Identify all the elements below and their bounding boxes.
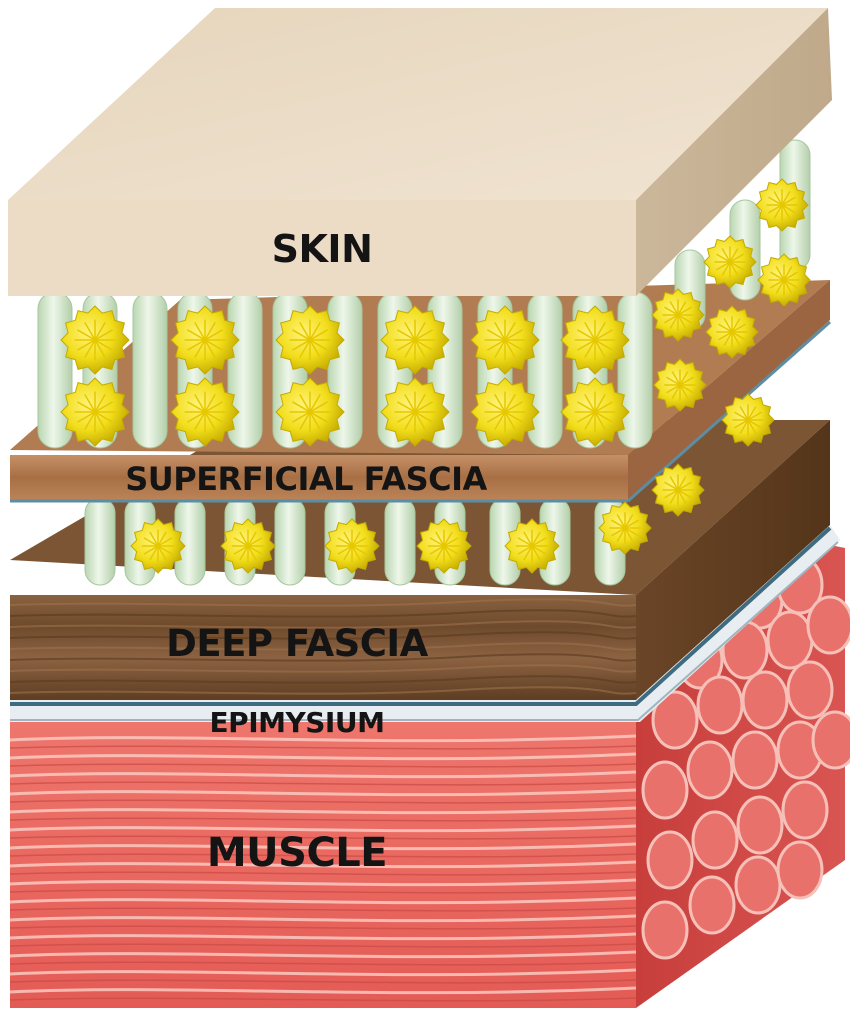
collagen-fiber xyxy=(385,498,415,585)
muscle-bundle xyxy=(688,742,732,798)
muscle-bundle xyxy=(690,877,734,933)
muscle-bundle xyxy=(778,842,822,898)
skin-label: SKIN xyxy=(272,227,373,271)
muscle-label: MUSCLE xyxy=(207,830,387,876)
muscle-bundle xyxy=(643,902,687,958)
muscle-bundle xyxy=(783,782,827,838)
muscle-bundle xyxy=(643,762,687,818)
muscle-bundle xyxy=(768,612,812,668)
muscle-bundle xyxy=(743,672,787,728)
collagen-fiber xyxy=(275,498,305,585)
muscle-bundle xyxy=(693,812,737,868)
muscle-bundle xyxy=(808,597,850,653)
deep-fascia-label: DEEP FASCIA xyxy=(166,622,428,665)
collagen-fiber xyxy=(133,292,167,448)
superficial-fascia-label: SUPERFICIAL FASCIA xyxy=(125,460,487,498)
epimysium-label: EPIMYSIUM xyxy=(210,706,385,739)
collagen-fiber xyxy=(85,498,115,585)
muscle-bundle xyxy=(738,797,782,853)
muscle-bundle xyxy=(733,732,777,788)
muscle-bundle xyxy=(648,832,692,888)
muscle-bundle xyxy=(788,662,832,718)
muscle-bundle xyxy=(813,712,850,768)
muscle-bundle xyxy=(736,857,780,913)
muscle-bundle xyxy=(698,677,742,733)
